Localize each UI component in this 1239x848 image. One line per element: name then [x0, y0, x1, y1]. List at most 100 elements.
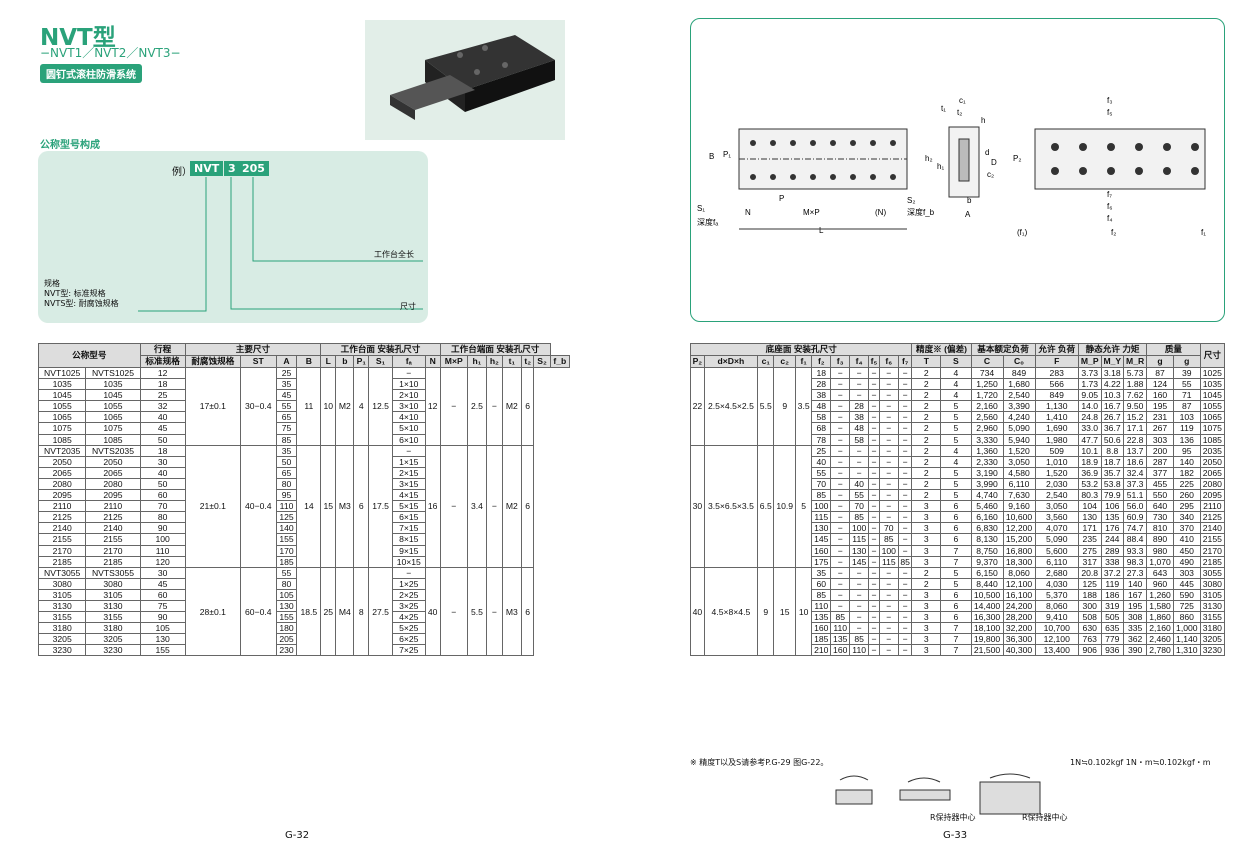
table-cell: 27.5: [368, 566, 393, 657]
table-cell: 1065: [85, 411, 141, 424]
table-cell: 35.7: [1100, 466, 1125, 479]
table-cell: 550: [1146, 489, 1174, 502]
table-cell: 3205: [1199, 633, 1226, 646]
table-cell: 362: [1123, 633, 1148, 646]
table-cell: 410: [1172, 533, 1201, 546]
table-cell: 1,310: [1172, 644, 1201, 657]
table-cell: 1.73: [1077, 378, 1102, 391]
table-cell: −: [878, 433, 899, 446]
table-cell: 115: [811, 511, 832, 524]
mounting-hole: [1191, 143, 1199, 151]
table-cell: 95: [275, 489, 298, 502]
table-cell: 3×15: [391, 477, 426, 491]
table-cell: −: [830, 444, 851, 457]
table-cell: 730: [1146, 511, 1174, 524]
table-cell: 136: [1172, 433, 1201, 446]
table-cell: 50: [139, 433, 186, 446]
column-header: L: [320, 355, 337, 368]
table-cell: 2: [911, 389, 942, 402]
table-cell: −: [897, 522, 913, 535]
table-cell: 17±0.1: [184, 367, 242, 446]
table-cell: −: [868, 389, 880, 402]
table-cell: 2×15: [391, 466, 426, 479]
table-cell: 1,690: [1034, 422, 1079, 435]
table-cell: −: [878, 477, 899, 491]
table-cell: M2: [501, 444, 522, 568]
table-cell: 3180: [1199, 622, 1226, 635]
svg-text:f₆: f₆: [1107, 202, 1112, 211]
table-cell: 85: [878, 533, 899, 546]
table-cell: 50.6: [1100, 433, 1125, 446]
table-cell: 195: [1146, 400, 1174, 413]
table-cell: 2110: [1199, 500, 1226, 513]
table-cell: 36.9: [1077, 466, 1102, 479]
table-cell: −: [830, 599, 851, 613]
table-cell: −: [849, 389, 870, 402]
table-cell: 6: [940, 522, 972, 535]
table-cell: 2125: [85, 511, 141, 524]
column-header: h₂: [486, 355, 503, 368]
table-cell: 35: [811, 566, 832, 579]
table-cell: 119: [1100, 577, 1125, 590]
table-cell: 2155: [85, 533, 141, 546]
example-prefix: 例）: [172, 167, 192, 178]
table-cell: −: [868, 622, 880, 635]
table-cell: 7.62: [1123, 389, 1148, 402]
table-cell: −: [878, 489, 899, 502]
table-cell: 21,500: [970, 644, 1004, 657]
table-cell: 36.7: [1100, 422, 1125, 435]
mounting-hole: [750, 174, 756, 180]
table-cell: −: [868, 533, 880, 546]
table-cell: −: [878, 400, 899, 413]
table-cell: 3130: [1199, 599, 1226, 613]
table-cell: 2,030: [1034, 477, 1079, 491]
table-cell: 3080: [85, 577, 141, 590]
table-cell: −: [878, 455, 899, 468]
table-cell: −: [897, 400, 913, 413]
table-cell: 53.2: [1077, 477, 1102, 491]
table-cell: 3080: [1199, 577, 1226, 590]
table-cell: 15.2: [1123, 411, 1148, 424]
table-cell: 4,240: [1002, 411, 1036, 424]
table-cell: −: [868, 444, 880, 457]
table-cell: 75: [275, 422, 298, 435]
table-cell: 1075: [37, 422, 87, 435]
table-cell: 370: [1172, 522, 1201, 535]
hdr-moment: 静态允许 力矩: [1077, 343, 1148, 356]
table-cell: 36,300: [1002, 633, 1036, 646]
table-cell: 12: [139, 366, 186, 380]
table-cell: 2: [911, 466, 942, 479]
table-cell: −: [897, 599, 913, 613]
table-cell: 2: [911, 422, 942, 435]
table-cell: 6: [940, 533, 972, 546]
table-cell: −: [897, 389, 913, 402]
table-cell: 4,580: [1002, 466, 1036, 479]
table-cell: 4: [353, 367, 370, 446]
table-cell: 1,130: [1034, 400, 1079, 413]
table-cell: 48: [849, 422, 870, 435]
table-cell: 78: [811, 433, 832, 446]
table-cell: 3,560: [1034, 511, 1079, 524]
table-cell: 32.4: [1123, 466, 1148, 479]
table-cell: 11: [296, 367, 322, 446]
table-cell: M2: [335, 367, 355, 446]
table-cell: 2,160: [1146, 622, 1174, 635]
table-cell: 2: [911, 400, 942, 413]
table-cell: −: [830, 477, 851, 491]
mounting-hole: [1163, 143, 1171, 151]
table-cell: 490: [1172, 555, 1201, 568]
table-cell: −: [830, 455, 851, 468]
table-cell: 3,050: [1002, 455, 1036, 468]
table-cell: 8×15: [391, 533, 426, 546]
table-cell: 115: [878, 555, 899, 568]
table-cell: 70: [811, 477, 832, 491]
table-cell: 18,300: [1002, 555, 1036, 568]
table-cell: 5.5: [466, 566, 488, 657]
table-cell: 25: [139, 389, 186, 402]
table-cell: 1,360: [970, 444, 1004, 457]
